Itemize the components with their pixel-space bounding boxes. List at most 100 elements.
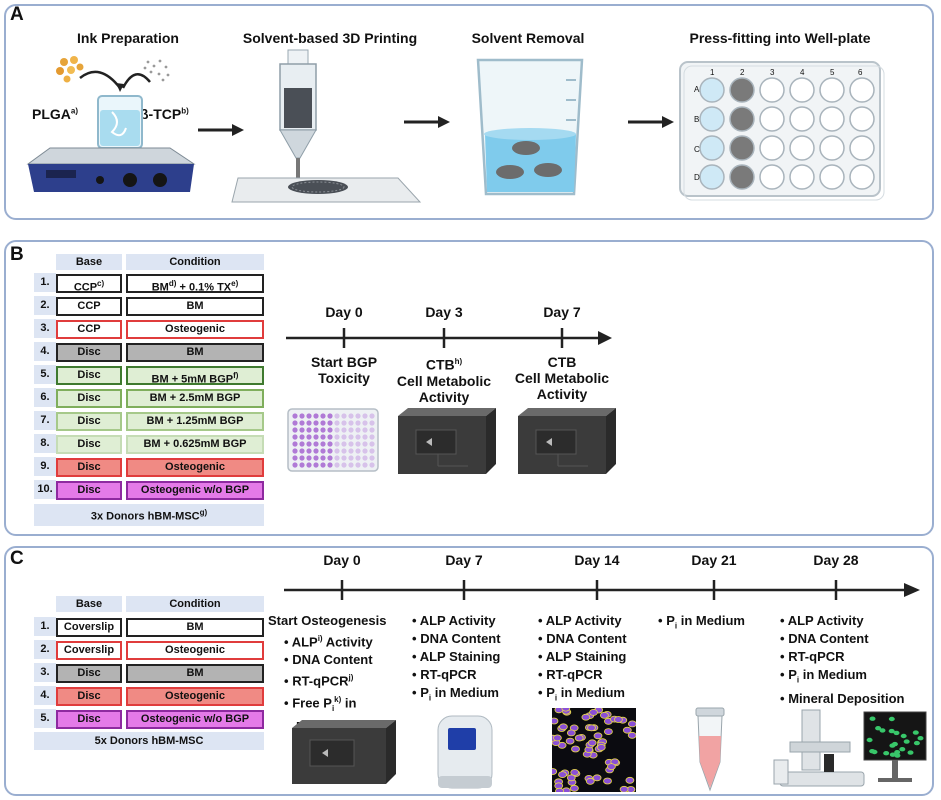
plate-well [759, 77, 785, 103]
plate-well-96 [362, 448, 368, 454]
day7-item-4: • RT-qPCR [412, 667, 477, 682]
plate-well-96 [369, 413, 375, 419]
stained-cell [569, 784, 579, 792]
panel-b-base-cell: Disc [56, 458, 122, 477]
plate-well [729, 135, 755, 161]
stained-cell [581, 713, 591, 721]
plate-well [819, 106, 845, 132]
panel-b-row-number: 1. [34, 273, 56, 292]
btcp-label: β-TCPb) [140, 106, 189, 122]
plate-well-96 [306, 448, 312, 454]
stained-cell [552, 768, 558, 775]
plate-well-96 [299, 448, 305, 454]
panel-c-base-cell: Disc [56, 687, 122, 706]
plate-well-96 [320, 455, 326, 461]
plate-well-96 [334, 420, 340, 426]
stained-cell [627, 731, 636, 739]
stained-cell [585, 777, 595, 785]
plate-well [819, 135, 845, 161]
panel-c-day14-list: • ALP Activity • DNA Content • ALP Stain… [538, 612, 627, 708]
panel-b-footer: 3x Donors hBM-MSCg) [34, 504, 264, 526]
panel-b-condition-cell: Osteogenic [126, 320, 264, 339]
plate-well-96 [320, 420, 326, 426]
alp-staining-image [552, 708, 636, 792]
plate-well [789, 135, 815, 161]
day0-item-free-pi: • Free Pik) in [284, 694, 357, 713]
plate-well-96 [341, 448, 347, 454]
plate-well-96 [327, 420, 333, 426]
fluorescent-cell [888, 716, 895, 722]
plate-well-96 [299, 413, 305, 419]
panel-b-row-number: 2. [34, 296, 56, 315]
plate-well-96 [313, 420, 319, 426]
plate-well-96 [299, 420, 305, 426]
stained-cell [593, 732, 603, 740]
plate-well-96 [306, 434, 312, 440]
fluorescent-cell [889, 752, 896, 757]
fluorescent-cell [879, 728, 886, 733]
plate-well-96 [327, 455, 333, 461]
plate-well-96 [306, 441, 312, 447]
plate-well-96 [334, 413, 340, 419]
arrow-a3 [628, 116, 674, 128]
panel-b-label: B [10, 244, 24, 265]
fluorescent-cell [871, 749, 878, 755]
plate-well-96 [362, 455, 368, 461]
plate-well-96 [362, 420, 368, 426]
panel-b-base-cell: Disc [56, 435, 122, 454]
plate-well-96 [355, 462, 361, 468]
plate-well-96 [369, 420, 375, 426]
plate-well-96 [292, 427, 298, 433]
plate-well-96 [306, 420, 312, 426]
plate-well [699, 106, 725, 132]
panel-c-day-21: Day 21 [691, 552, 737, 568]
plate-reader-day7 [518, 408, 616, 474]
panel-c-row-number: 3. [34, 663, 56, 682]
stained-cell [555, 787, 564, 792]
panel-b-condition-cell: BMd) + 0.1% TXe) [126, 274, 264, 294]
plate-well-96 [292, 441, 298, 447]
day0-title: Start Osteogenesis [268, 613, 387, 628]
stained-cell [566, 774, 576, 782]
day21-item-1: • Pi in Medium [658, 613, 745, 631]
panel-c-row-number: 1. [34, 617, 56, 636]
96-well-plate-illustration [287, 408, 379, 472]
plate-row-b: B [694, 115, 700, 124]
stained-cell [589, 709, 598, 716]
panel-b-row-number: 5. [34, 365, 56, 384]
day28-item-4: • Pi in Medium [780, 667, 867, 685]
plate-well-96 [313, 462, 319, 468]
plate-well-96 [299, 455, 305, 461]
plate-well-96 [292, 462, 298, 468]
stained-cell [565, 737, 575, 745]
plate-well-96 [334, 455, 340, 461]
plate-well [759, 135, 785, 161]
panel-c-day-28: Day 28 [813, 552, 859, 568]
btcp-powder [143, 59, 170, 82]
plate-well-96 [306, 462, 312, 468]
panel-b-condition-cell: BM + 5mM BGPf) [126, 366, 264, 386]
stained-cell [619, 785, 629, 792]
plate-row-d: D [694, 173, 700, 182]
plate-well-96 [327, 448, 333, 454]
plate-well-96 [327, 434, 333, 440]
plate-well-96 [299, 434, 305, 440]
panel-c-day7-list: • ALP Activity • DNA Content • ALP Stain… [412, 612, 501, 708]
panel-b-header-base: Base [56, 254, 122, 270]
plate-well-96 [362, 462, 368, 468]
plate-well-96 [348, 427, 354, 433]
stained-cell [600, 711, 609, 719]
panel-c-base-cell: Disc [56, 664, 122, 683]
plate-well [729, 77, 755, 103]
stained-cell [614, 716, 623, 723]
day14-item-1: • ALP Activity [538, 613, 622, 628]
day7-item-5: • Pi in Medium [412, 685, 499, 703]
stained-cell [596, 744, 606, 751]
plate-well-96 [341, 455, 347, 461]
panel-c-row-number: 2. [34, 640, 56, 659]
plate-well-96 [334, 427, 340, 433]
plate-well-96 [320, 448, 326, 454]
plate-well [759, 164, 785, 190]
stained-cell [603, 777, 612, 785]
